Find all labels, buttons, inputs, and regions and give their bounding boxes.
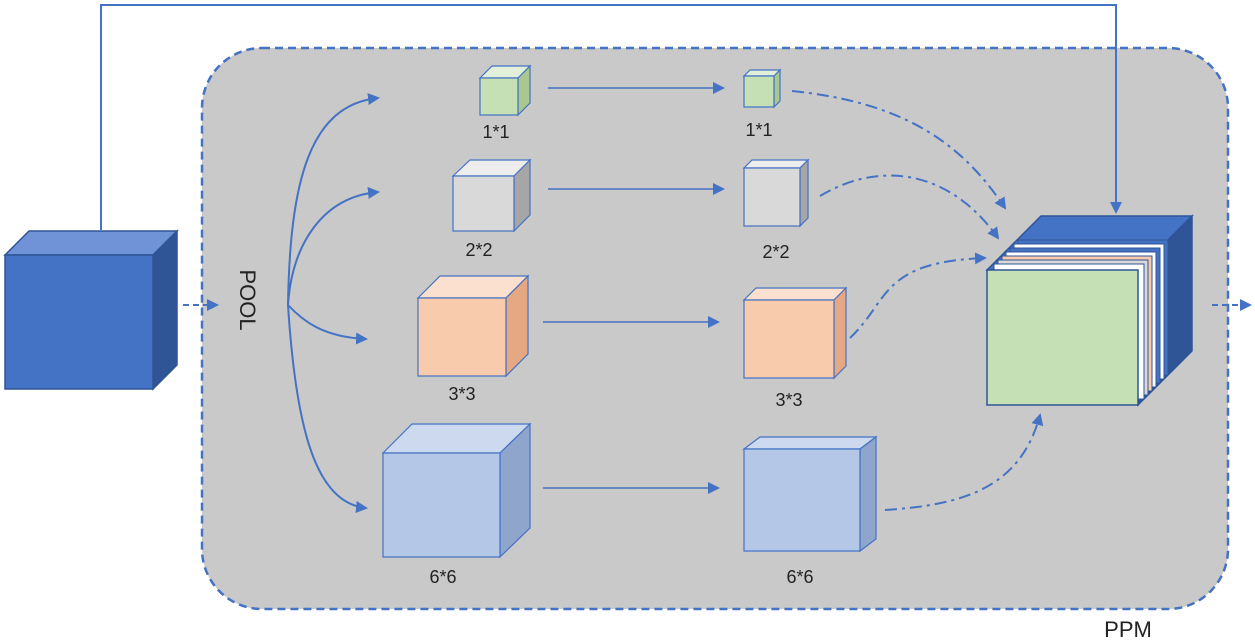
label-right-1x1: 1*1 <box>745 120 772 140</box>
pooled-cube-3x3 <box>416 274 530 378</box>
conv-cube-2x2 <box>742 158 810 228</box>
input-feature-cube <box>3 229 179 391</box>
concat-output-cube <box>985 214 1194 407</box>
pooled-cube-1x1 <box>478 64 532 117</box>
conv-cube-6x6 <box>742 435 878 553</box>
dashdot-arrow-6x6 <box>884 413 1044 511</box>
label-right-3x3: 3*3 <box>775 390 802 410</box>
pool-branch-arrows <box>287 93 380 513</box>
pooled-cube-2x2 <box>451 158 532 233</box>
label-left-3x3: 3*3 <box>448 384 475 404</box>
label-left-6x6: 6*6 <box>429 567 456 587</box>
dashdot-arrow-1x1 <box>791 90 1007 210</box>
label-left-1x1: 1*1 <box>482 122 509 142</box>
dashdot-arrow-3x3 <box>849 252 987 339</box>
conv-cube-1x1 <box>742 68 782 109</box>
label-left-2x2: 2*2 <box>465 240 492 260</box>
label-right-2x2: 2*2 <box>762 242 789 262</box>
label-right-6x6: 6*6 <box>786 567 813 587</box>
ppm-label: PPM <box>1104 617 1152 642</box>
skip-connection-arrow <box>100 4 1122 230</box>
pooled-cube-6x6 <box>381 422 532 559</box>
pool-label: POOL <box>235 269 260 330</box>
conv-cube-3x3 <box>742 286 848 380</box>
